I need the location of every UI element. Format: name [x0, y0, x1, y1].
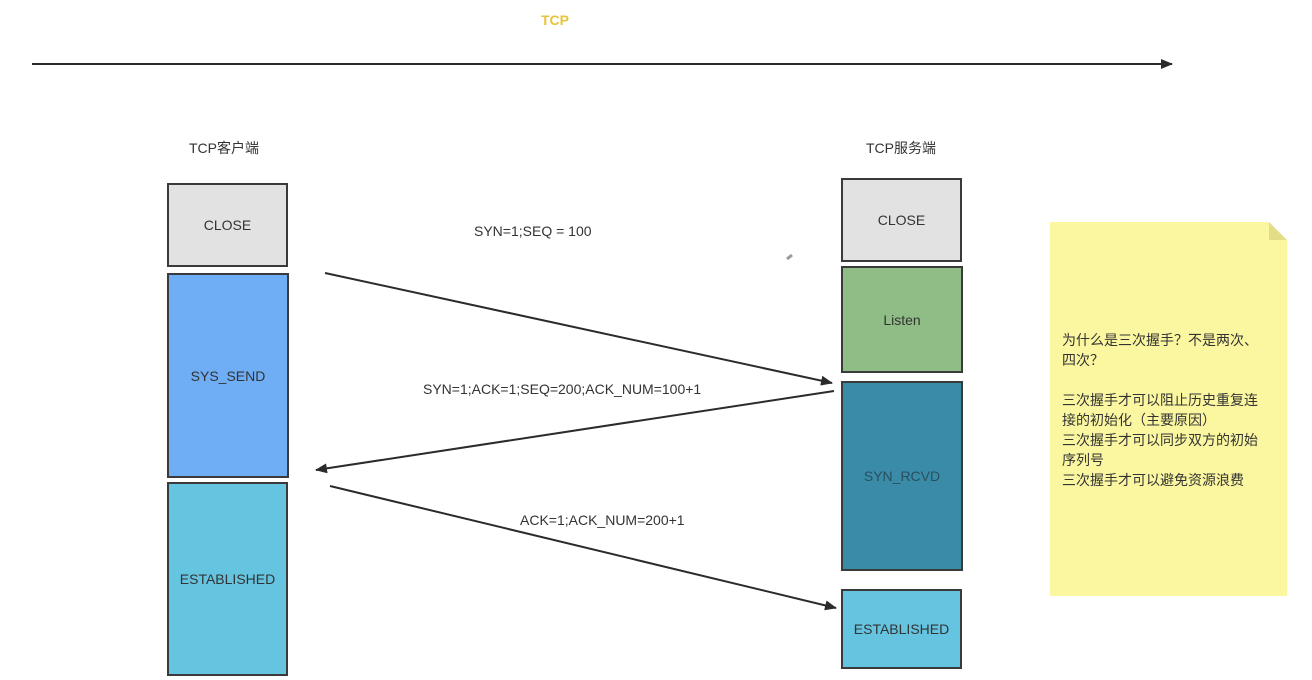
arrow-syn	[324, 272, 833, 386]
diagram-title: TCP	[541, 12, 569, 28]
note-line: 三次握手才可以避免资源浪费	[1062, 472, 1244, 488]
client-state-syn-send: SYS_SEND	[167, 273, 289, 478]
client-state-established-label: ESTABLISHED	[179, 571, 276, 587]
client-state-established: ESTABLISHED	[167, 482, 288, 676]
client-label: TCP客户端	[189, 140, 259, 156]
arrow-syn-ack	[315, 390, 835, 474]
server-state-established-label: ESTABLISHED	[853, 621, 950, 637]
note-line	[1062, 370, 1277, 390]
note-line: 三次握手才可以阻止历史重复连	[1062, 392, 1258, 408]
note-line: 为什么是三次握手？不是两次、	[1062, 332, 1258, 348]
server-state-listen-label: Listen	[883, 311, 921, 328]
server-state-close: CLOSE	[841, 178, 962, 262]
note-line: 接的初始化（主要原因）	[1062, 412, 1216, 428]
server-state-close-label: CLOSE	[877, 212, 926, 228]
client-state-close: CLOSE	[167, 183, 288, 267]
message-ack: ACK=1;ACK_NUM=200+1	[520, 512, 685, 528]
note-line: 三次握手才可以同步双方的初始	[1062, 432, 1258, 448]
server-state-established: ESTABLISHED	[841, 589, 962, 669]
note-fold-corner	[1269, 222, 1287, 240]
note-text: 为什么是三次握手？不是两次、 四次？ 三次握手才可以阻止历史重复连 接的初始化（…	[1062, 330, 1277, 490]
server-state-syn-rcvd-label: SYN_RCVD	[863, 468, 941, 484]
sticky-note: 为什么是三次握手？不是两次、 四次？ 三次握手才可以阻止历史重复连 接的初始化（…	[1050, 222, 1287, 596]
client-state-syn-send-label: SYS_SEND	[190, 367, 266, 384]
message-syn-ack: SYN=1;ACK=1;SEQ=200;ACK_NUM=100+1	[423, 381, 702, 397]
note-line: 四次？	[1062, 352, 1104, 368]
client-state-close-label: CLOSE	[203, 217, 252, 233]
server-state-listen: Listen	[841, 266, 963, 373]
server-state-syn-rcvd: SYN_RCVD	[841, 381, 963, 571]
pencil-mark	[786, 253, 793, 261]
server-label: TCP服务端	[866, 140, 936, 156]
arrow-ack	[329, 485, 837, 611]
note-line: 序列号	[1062, 452, 1104, 468]
message-syn: SYN=1;SEQ = 100	[474, 223, 592, 239]
